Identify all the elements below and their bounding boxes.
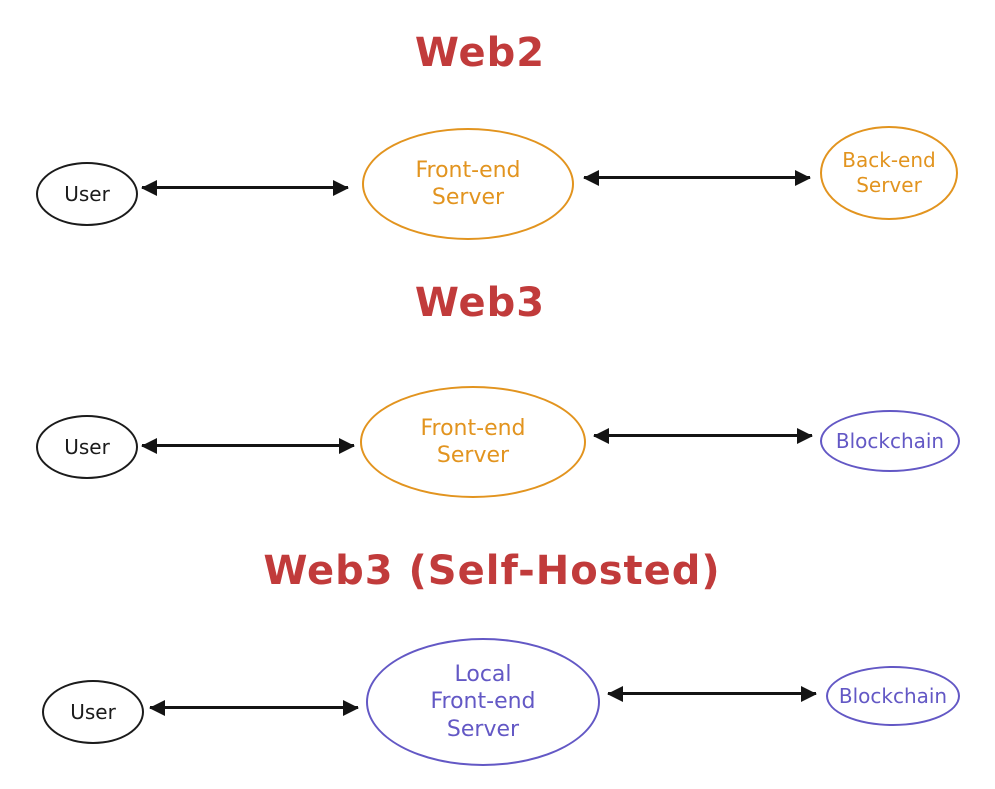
node-blockchain: Blockchain xyxy=(826,666,960,726)
node-label: Blockchain xyxy=(835,428,945,453)
bidirectional-arrow xyxy=(608,692,816,695)
node-label: User xyxy=(70,699,116,724)
section-title-web3-self-hosted: Web3 (Self-Hosted) xyxy=(263,548,721,594)
node-user: User xyxy=(36,162,138,226)
node-label: Front-end Server xyxy=(420,415,526,469)
node-frontend-server: Front-end Server xyxy=(360,386,586,498)
node-frontend-server: Front-end Server xyxy=(362,128,574,240)
node-blockchain: Blockchain xyxy=(820,410,960,472)
bidirectional-arrow xyxy=(584,176,810,179)
node-label: User xyxy=(64,181,110,206)
section-title-web2: Web2 xyxy=(414,30,546,76)
node-label: Local Front-end Server xyxy=(430,661,536,742)
node-label: User xyxy=(64,434,110,459)
node-label: Back-end Server xyxy=(842,148,936,197)
bidirectional-arrow xyxy=(150,706,358,709)
bidirectional-arrow xyxy=(142,186,348,189)
node-local-frontend-server: Local Front-end Server xyxy=(366,638,600,766)
node-user: User xyxy=(36,415,138,479)
bidirectional-arrow xyxy=(594,434,812,437)
section-title-web3: Web3 xyxy=(414,280,546,326)
node-backend-server: Back-end Server xyxy=(820,126,958,220)
bidirectional-arrow xyxy=(142,444,354,447)
node-label: Blockchain xyxy=(838,683,948,708)
node-label: Front-end Server xyxy=(415,157,521,211)
node-user: User xyxy=(42,680,144,744)
